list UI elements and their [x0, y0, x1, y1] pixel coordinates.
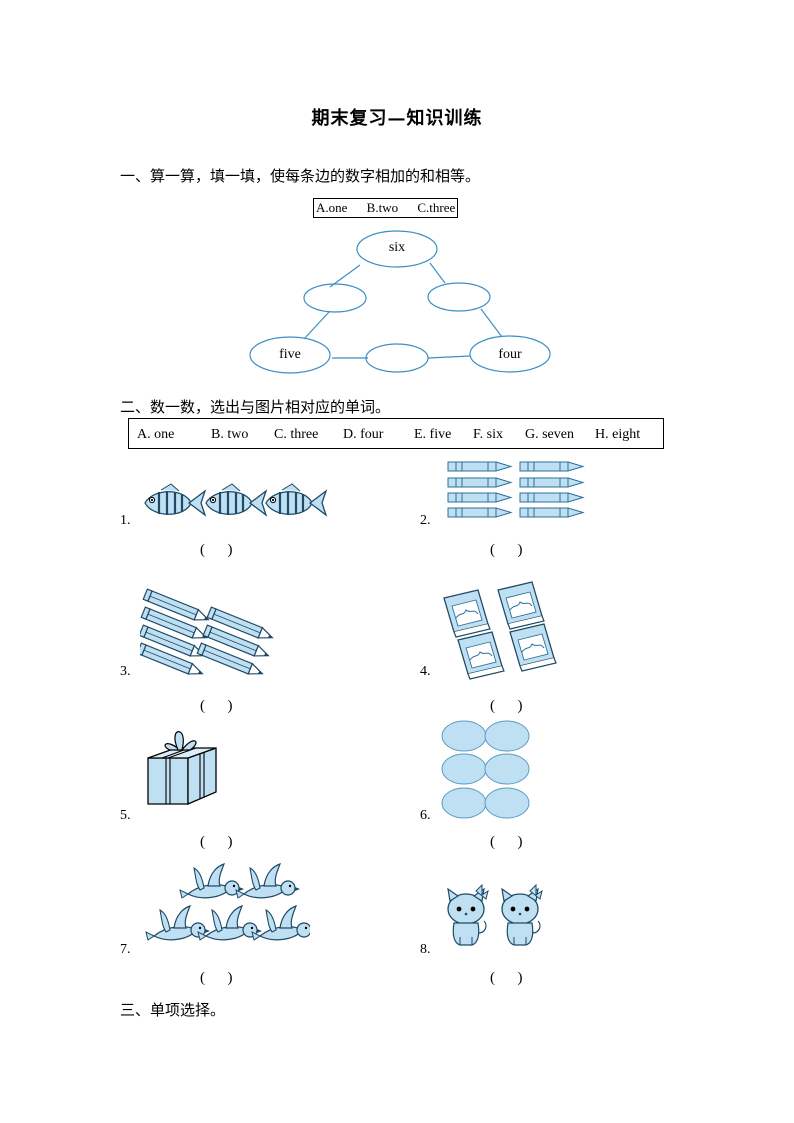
oval-icon [441, 720, 530, 819]
answer-blank-1[interactable]: ( ) [200, 542, 233, 558]
section-3-heading: 三、单项选择。 [120, 1001, 226, 1019]
word-option: B. two [211, 427, 249, 442]
node-right-blank[interactable] [427, 282, 491, 312]
word-option: G. seven [525, 427, 574, 442]
question-number-4: 4. [420, 664, 431, 679]
option-b: B.two [366, 200, 399, 215]
edge-top-right [429, 262, 446, 284]
node-bottom-left-label: five [279, 347, 301, 362]
answer-blank-5[interactable]: ( ) [200, 834, 233, 850]
question-number-7: 7. [120, 942, 131, 957]
word-option: H. eight [595, 427, 641, 442]
word-option: E. five [414, 427, 452, 442]
node-top [356, 230, 438, 268]
node-left-blank[interactable] [303, 283, 367, 313]
option-a: A.one [316, 200, 348, 215]
node-bottom-right-label: four [498, 347, 522, 362]
number-triangle-diagram: six five four [249, 230, 551, 374]
kitten-icon [447, 884, 543, 946]
word-option: D. four [343, 427, 384, 442]
word-options-box: A. one B. two C. three D. four E. five F… [128, 418, 664, 449]
section-2-heading: 二、数一数，选出与图片相对应的单词。 [120, 398, 391, 416]
question-number-1: 1. [120, 513, 131, 528]
fish-icon [143, 482, 328, 517]
question-number-6: 6. [420, 808, 431, 823]
answer-blank-7[interactable]: ( ) [200, 970, 233, 986]
edge-right-bottom [480, 308, 503, 338]
answer-blank-4[interactable]: ( ) [490, 698, 523, 714]
answer-blank-6[interactable]: ( ) [490, 834, 523, 850]
node-top-label: six [389, 240, 405, 255]
crayon-icon [447, 461, 584, 518]
answer-blank-3[interactable]: ( ) [200, 698, 233, 714]
section-1-heading: 一、算一算，填一填，使每条边的数字相加的和相等。 [120, 167, 481, 185]
word-option: F. six [473, 427, 504, 442]
answer-blank-8[interactable]: ( ) [490, 970, 523, 986]
node-bottom-left [249, 336, 331, 374]
question-number-3: 3. [120, 664, 131, 679]
word-option: A. one [137, 427, 175, 442]
bird-icon [145, 863, 310, 941]
pencil-icon [140, 588, 276, 680]
question-number-5: 5. [120, 808, 131, 823]
gift-box-icon [147, 731, 217, 805]
edge-left-bottom [303, 310, 331, 340]
edge-bottom-right [427, 355, 471, 359]
option-c: C.three [417, 200, 456, 215]
book-icon [443, 581, 557, 680]
edge-top-left [329, 264, 361, 288]
page-title: 期末复习—知识训练 [311, 108, 483, 129]
question-number-8: 8. [420, 942, 431, 957]
node-bottom-right [469, 335, 551, 373]
answer-blank-2[interactable]: ( ) [490, 542, 523, 558]
node-bottom-blank[interactable] [365, 343, 429, 373]
question-number-2: 2. [420, 513, 431, 528]
section-1-options: A.one B.two C.three [313, 198, 459, 218]
word-option: C. three [274, 427, 319, 442]
